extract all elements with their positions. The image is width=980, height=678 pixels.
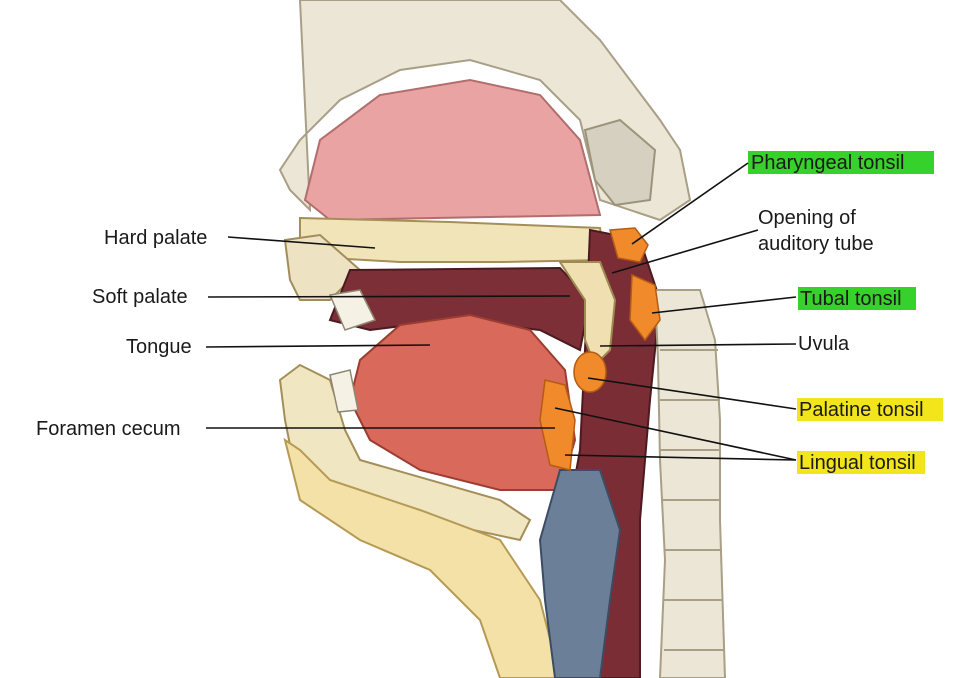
uvula-label: Uvula: [798, 333, 850, 355]
foramen-cecum-label: Foramen cecum: [36, 418, 181, 440]
tongue-label: Tongue: [126, 336, 192, 358]
larynx: [538, 469, 622, 678]
soft-palate-label: Soft palate: [92, 286, 188, 308]
hard-palate-label: Hard palate: [104, 227, 208, 249]
lingual-tonsil-leader-a: [554, 407, 797, 461]
nasal-cavity: [303, 78, 602, 222]
palatine-tonsil: [573, 351, 607, 393]
tubal-tonsil-highlight: [798, 287, 916, 310]
soft-palate: [558, 261, 617, 367]
lingual-tonsil-leader-b: [564, 454, 797, 461]
neck-skin: [283, 437, 562, 678]
pharyngeal-tonsil-leader: [631, 162, 749, 245]
tubal-tonsil: [629, 273, 661, 342]
soft-palate-leader: [207, 295, 571, 298]
tongue: [348, 313, 577, 491]
opening-auditory-tube-label-line2: auditory tube: [758, 233, 874, 255]
vertebral-column: [653, 289, 727, 678]
pharyngeal-tonsil: [609, 227, 649, 263]
lingual-tonsil: [539, 379, 576, 471]
upper-tooth: [328, 289, 377, 331]
upper-lip: [283, 233, 362, 301]
sphenoid-sinus: [583, 118, 657, 207]
tongue-leader: [205, 344, 431, 348]
leader-lines: [205, 162, 797, 461]
hard-palate-leader: [227, 236, 376, 249]
palatine-tonsil-label: Palatine tonsil: [799, 399, 924, 421]
hard-palate-bone: [299, 216, 607, 264]
opening-auditory-tube-leader: [611, 229, 759, 274]
palatine-tonsil-leader: [587, 377, 797, 410]
opening-auditory-tube-label-line1: Opening of: [758, 207, 856, 229]
tubal-tonsil-label: Tubal tonsil: [800, 288, 902, 310]
uvula-leader: [599, 343, 797, 347]
tubal-tonsil-leader: [651, 296, 797, 314]
palatine-tonsil-highlight: [797, 398, 943, 421]
lower-tooth: [329, 369, 359, 413]
lingual-tonsil-highlight: [797, 451, 925, 474]
pharyngeal-tonsil-highlight: [748, 151, 934, 174]
skull-bone: [278, 0, 692, 222]
pharyngeal-tonsil-label: Pharyngeal tonsil: [751, 152, 905, 174]
vertebra-lines: [660, 349, 724, 651]
lingual-tonsil-label: Lingual tonsil: [799, 452, 916, 474]
